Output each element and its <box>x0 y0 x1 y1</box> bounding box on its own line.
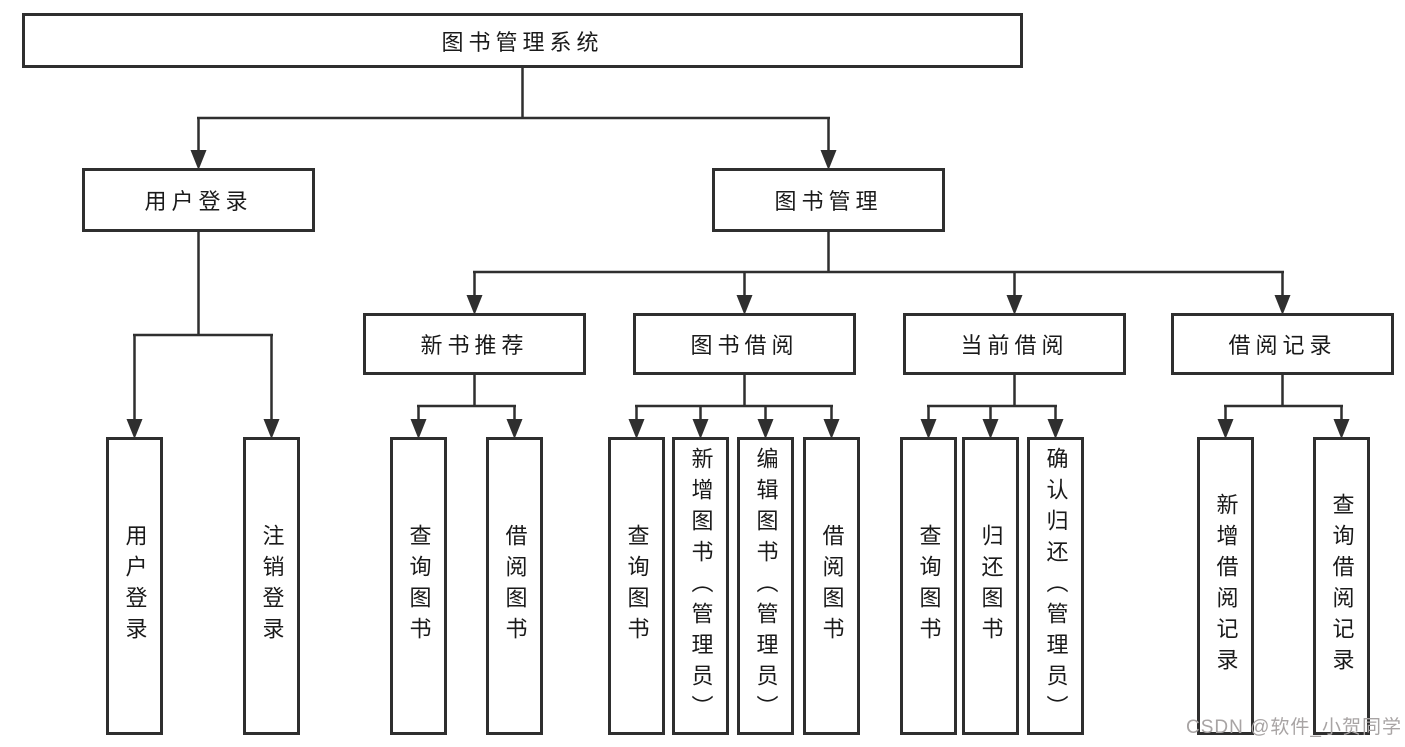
arrow-down-icon <box>410 419 427 439</box>
leaf-current-confirm-return-admin: 确认归还（管理员） <box>1027 437 1084 735</box>
arrow-down-icon <box>1274 295 1291 315</box>
node-label: 图书借阅 <box>690 333 799 358</box>
arrow-down-icon <box>823 419 840 439</box>
arrow-down-icon <box>736 295 753 315</box>
node-new-book-recommend: 新书推荐 <box>363 313 586 375</box>
leaf-records-add-record: 新增借阅记录 <box>1197 437 1254 735</box>
arrow-down-icon <box>628 419 645 439</box>
leaf-label: 借阅图书 <box>819 524 845 648</box>
csdn-watermark: CSDN @软件_小贺同学 <box>1186 717 1402 738</box>
arrow-down-icon <box>982 419 999 439</box>
node-label: 当前借阅 <box>960 333 1069 358</box>
node-label: 新书推荐 <box>420 333 529 358</box>
leaf-label: 查询图书 <box>624 524 650 648</box>
node-borrow-records: 借阅记录 <box>1171 313 1394 375</box>
node-book-borrow: 图书借阅 <box>633 313 856 375</box>
leaf-label: 查询图书 <box>916 524 942 648</box>
connector-borrow-to-leaves <box>635 375 833 421</box>
leaf-logout: 注销登录 <box>243 437 300 735</box>
leaf-label: 借阅图书 <box>502 524 528 648</box>
node-book-management: 图书管理 <box>712 168 945 232</box>
connector-bookmgmt-to-level3 <box>473 232 1284 297</box>
leaf-current-return-book: 归还图书 <box>962 437 1019 735</box>
arrow-down-icon <box>757 419 774 439</box>
arrow-down-icon <box>1047 419 1064 439</box>
arrow-down-icon <box>1333 419 1350 439</box>
leaf-borrow-query-book: 查询图书 <box>608 437 665 735</box>
leaf-borrow-add-book-admin: 新增图书（管理员） <box>672 437 729 735</box>
arrow-down-icon <box>506 419 523 439</box>
arrow-down-icon <box>466 295 483 315</box>
arrow-down-icon <box>263 419 280 439</box>
leaf-user-login: 用户登录 <box>106 437 163 735</box>
connector-current-to-leaves <box>927 375 1057 421</box>
leaf-label: 注销登录 <box>259 524 285 648</box>
arrow-down-icon <box>126 419 143 439</box>
node-label: 借阅记录 <box>1228 333 1337 358</box>
leaf-recommend-query-book: 查询图书 <box>390 437 447 735</box>
leaf-borrow-borrow-book: 借阅图书 <box>803 437 860 735</box>
leaf-label: 查询借阅记录 <box>1329 493 1355 679</box>
node-label: 图书管理系统 <box>441 29 604 55</box>
arrow-down-icon <box>1006 295 1023 315</box>
arrow-down-icon <box>920 419 937 439</box>
leaf-borrow-edit-book-admin: 编辑图书（管理员） <box>737 437 794 735</box>
leaf-current-query-book: 查询图书 <box>900 437 957 735</box>
leaf-label: 新增图书（管理员） <box>688 446 714 726</box>
leaf-label: 查询图书 <box>406 524 432 648</box>
connector-recommend-to-leaves <box>417 375 516 421</box>
arrow-down-icon <box>820 150 837 170</box>
node-library-system: 图书管理系统 <box>22 13 1023 68</box>
leaf-label: 确认归还（管理员） <box>1043 446 1069 726</box>
leaf-recommend-borrow-book: 借阅图书 <box>486 437 543 735</box>
leaf-label: 编辑图书（管理员） <box>753 446 779 726</box>
node-user-login: 用户登录 <box>82 168 315 232</box>
node-current-borrow: 当前借阅 <box>903 313 1126 375</box>
leaf-label: 归还图书 <box>978 524 1004 648</box>
arrow-down-icon <box>692 419 709 439</box>
node-label: 用户登录 <box>144 189 253 214</box>
connector-root-to-level2 <box>197 66 830 152</box>
leaf-label: 用户登录 <box>122 524 148 648</box>
node-label: 图书管理 <box>774 189 883 214</box>
leaf-records-query-record: 查询借阅记录 <box>1313 437 1370 735</box>
connector-records-to-leaves <box>1224 375 1343 421</box>
arrow-down-icon <box>1217 419 1234 439</box>
leaf-label: 新增借阅记录 <box>1213 493 1239 679</box>
arrow-down-icon <box>190 150 207 170</box>
connector-userlogin-to-leaves <box>133 232 273 421</box>
